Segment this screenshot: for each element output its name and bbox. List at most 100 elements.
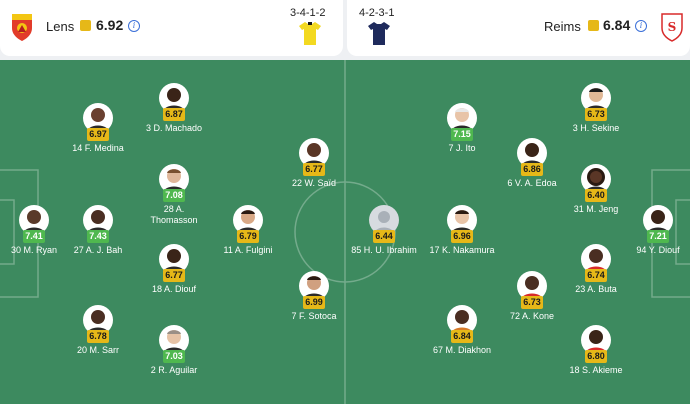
player-label: 85 H. U. Ibrahim <box>334 245 434 256</box>
player-label: 2 R. Aguilar <box>124 365 224 376</box>
player-name: R. Aguilar <box>158 365 198 375</box>
home-formation: 3-4-1-2 <box>290 7 326 19</box>
player-label: 27 A. J. Bah <box>48 245 148 256</box>
lens-crest-icon <box>12 14 32 41</box>
player-label: 72 A. Kone <box>482 311 582 322</box>
player-rating-badge: 6.87 <box>163 108 185 121</box>
player-number: 3 <box>145 123 151 133</box>
player-label: 67 M. Diakhon <box>412 345 512 356</box>
player-name: H. U. Ibrahim <box>363 245 417 255</box>
home-jersey-icon <box>299 22 321 45</box>
player-number: 28 <box>163 204 174 214</box>
player-name: M. Sarr <box>89 345 120 355</box>
pitch: 7.41 30 M. Ryan 6.97 14 F. Medina 7.43 2… <box>0 60 690 404</box>
player-name: M. Diakhon <box>445 345 492 355</box>
player-rating-badge: 7.21 <box>647 230 669 243</box>
player-number: 2 <box>150 365 156 375</box>
player-rating-badge: 6.73 <box>521 296 543 309</box>
away-info-icon[interactable]: i <box>635 20 647 32</box>
player-name: V. A. Edoa <box>514 178 557 188</box>
player-rating-badge: 7.43 <box>87 230 109 243</box>
player-number: 11 <box>223 245 233 255</box>
player-label: 23 A. Buta <box>546 284 646 295</box>
player-name: Y. Diouf <box>648 245 680 255</box>
away-team-header: 4-2-3-1 Reims 6.84 i S <box>347 0 690 56</box>
player-label: 30 M. Ryan <box>0 245 84 256</box>
home-team-rating: 6.92 <box>96 17 124 33</box>
away-formation: 4-2-3-1 <box>359 7 395 19</box>
player-number: 14 <box>72 143 83 153</box>
player-name: F. Sotoca <box>299 311 337 321</box>
home-info-icon[interactable]: i <box>128 20 140 32</box>
player-rating-badge: 6.99 <box>303 296 325 309</box>
away-team-name[interactable]: Reims <box>544 19 581 34</box>
player-number: 7 <box>291 311 297 321</box>
player-label: 22 W. Saïd <box>264 178 364 189</box>
player-label: 11 A. Fulgini <box>198 245 298 256</box>
player-name: A. Thomasson <box>150 204 198 225</box>
player-label: 3 D. Machado <box>124 123 224 134</box>
player-number: 31 <box>573 204 584 214</box>
player-label: 20 M. Sarr <box>48 345 148 356</box>
player-number: 18 <box>569 365 580 375</box>
player-label: 6 V. A. Edoa <box>482 178 582 189</box>
player-number: 7 <box>448 143 454 153</box>
player-name: A. J. Bah <box>85 245 123 255</box>
home-team-name[interactable]: Lens <box>46 19 75 34</box>
player-number: 67 <box>432 345 443 355</box>
player-rating-badge: 6.86 <box>521 163 543 176</box>
player-name: A. Diouf <box>164 284 197 294</box>
player-rating-badge: 6.79 <box>237 230 259 243</box>
away-jersey-icon <box>368 22 390 45</box>
player-rating-badge: 6.77 <box>163 269 185 282</box>
player-rating-badge: 6.96 <box>451 230 473 243</box>
player-number: 6 <box>507 178 513 188</box>
player-rating-badge: 7.41 <box>23 230 45 243</box>
player-number: 30 <box>10 245 21 255</box>
player-rating-badge: 6.74 <box>585 269 607 282</box>
player-name: A. Kone <box>522 311 555 321</box>
player-name: A. Fulgini <box>234 245 273 255</box>
player-rating-badge: 6.44 <box>373 230 395 243</box>
player-rating-badge: 7.03 <box>163 350 185 363</box>
player-number: 22 <box>291 178 302 188</box>
player-rating-badge: 7.08 <box>163 189 185 202</box>
player-name: D. Machado <box>153 123 203 133</box>
player-number: 27 <box>73 245 84 255</box>
player-name: S. Akieme <box>582 365 623 375</box>
player-label: 7 J. Ito <box>412 143 512 154</box>
player-rating-badge: 6.40 <box>585 189 607 202</box>
player-number: 23 <box>575 284 586 294</box>
player-number: 17 <box>429 245 440 255</box>
player-number: 85 <box>351 245 362 255</box>
player-label: 94 Y. Diouf <box>608 245 690 256</box>
player-name: H. Sekine <box>580 123 620 133</box>
player-name: M. Ryan <box>23 245 58 255</box>
reims-crest-icon: S <box>661 13 683 42</box>
away-team-rating: 6.84 <box>603 17 631 33</box>
player-label: 18 S. Akieme <box>546 365 646 376</box>
player-rating-badge: 6.84 <box>451 330 473 343</box>
player-name: J. Ito <box>456 143 476 153</box>
player-label: 28 A. Thomasson <box>124 204 224 226</box>
player-label: 3 H. Sekine <box>546 123 646 134</box>
player-number: 18 <box>151 284 162 294</box>
player-rating-badge: 6.77 <box>303 163 325 176</box>
player-rating-badge: 6.73 <box>585 108 607 121</box>
player-name: W. Saïd <box>304 178 337 188</box>
player-rating-badge: 6.97 <box>87 128 109 141</box>
player-name: F. Medina <box>84 143 124 153</box>
player-label: 17 K. Nakamura <box>412 245 512 256</box>
player-number: 3 <box>572 123 578 133</box>
player-name: K. Nakamura <box>442 245 495 255</box>
player-label: 14 F. Medina <box>48 143 148 154</box>
player-number: 20 <box>76 345 87 355</box>
player-rating-badge: 6.78 <box>87 330 109 343</box>
player-number: 94 <box>636 245 647 255</box>
player-name: A. Buta <box>587 284 617 294</box>
player-rating-badge: 6.80 <box>585 350 607 363</box>
player-label: 7 F. Sotoca <box>264 311 364 322</box>
player-number: 72 <box>509 311 520 321</box>
home-rating-marker <box>80 20 91 31</box>
player-name: M. Jeng <box>586 204 619 214</box>
